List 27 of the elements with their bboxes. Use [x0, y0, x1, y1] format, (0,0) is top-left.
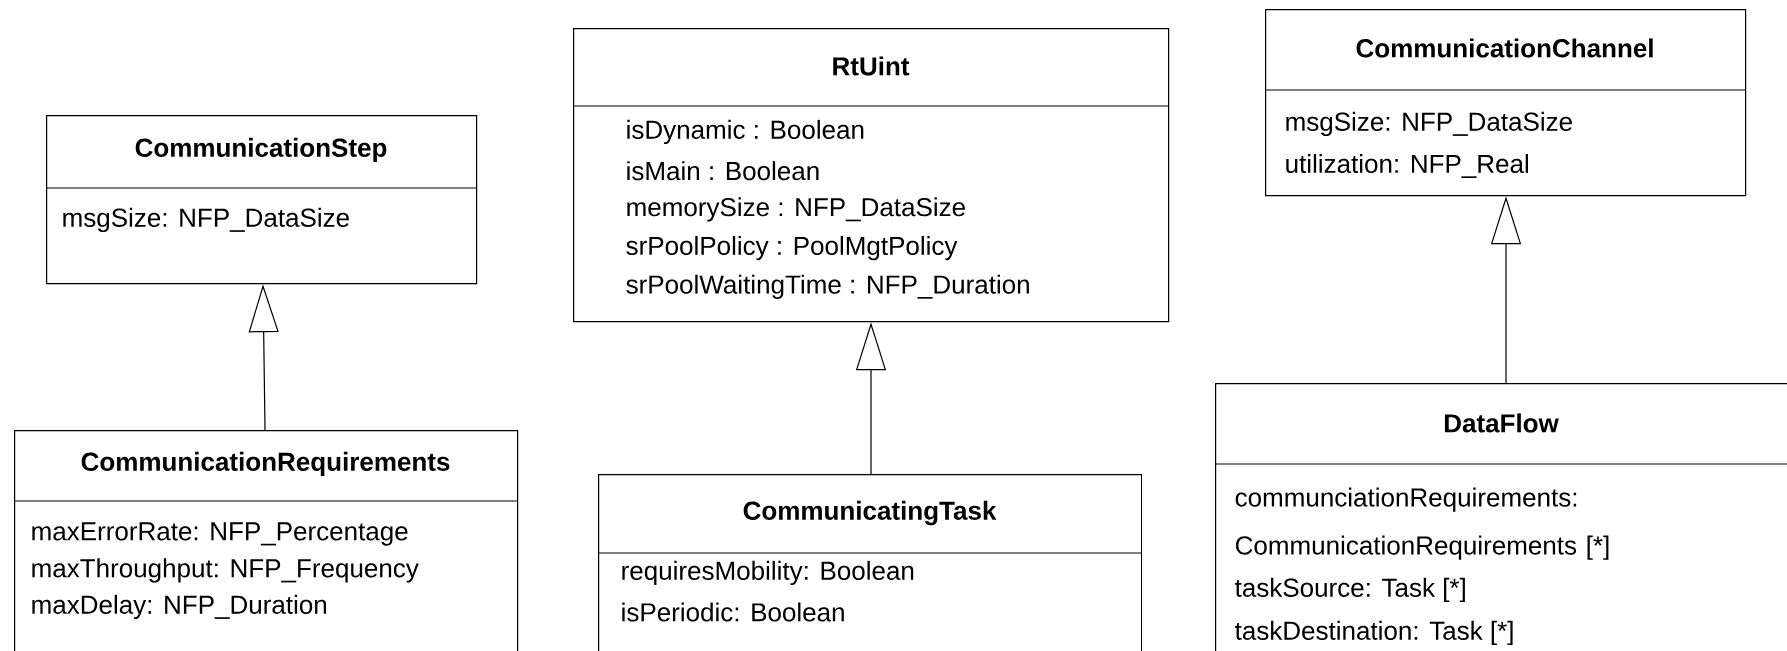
- class-name: CommunicatingTask: [743, 500, 997, 526]
- attribute-text: isMain : Boolean: [627, 161, 819, 181]
- attribute-text: msgSize: NFP_DataSize: [1286, 111, 1572, 137]
- class-name: CommunicationRequirements: [81, 451, 450, 477]
- attribute-text: taskSource: Task [*]: [1235, 577, 1465, 603]
- class-name: CommunicationStep: [135, 137, 387, 163]
- class-box: [45, 115, 478, 285]
- attribute-text: msgSize: NFP_DataSize: [63, 207, 349, 233]
- attribute-text: maxThroughput: NFP_Frequency: [32, 558, 419, 583]
- attribute-text: maxErrorRate: NFP_Percentage: [32, 522, 408, 546]
- class-box: [13, 430, 519, 651]
- attribute-text: memorySize : NFP_DataSize: [627, 197, 965, 222]
- attribute-text: isDynamic : Boolean: [627, 119, 864, 145]
- attribute-text: maxDelay: NFP_Duration: [32, 594, 327, 620]
- class-box: [1214, 383, 1787, 651]
- attribute-text: utilization: NFP_Real: [1286, 154, 1528, 178]
- attribute-text: srPoolWaitingTime : NFP_Duration: [626, 274, 1029, 299]
- class-name: RtUint: [833, 56, 910, 76]
- class-box: [572, 28, 1170, 323]
- attribute-text: taskDestination: Task [*]: [1235, 620, 1513, 646]
- class-name: DataFlow: [1444, 413, 1559, 433]
- attribute-text: srPoolPolicy : PoolMgtPolicy: [626, 235, 958, 261]
- class-box: [1264, 9, 1747, 197]
- attribute-text: isPeriodic: Boolean: [622, 602, 844, 622]
- class-box: [597, 474, 1143, 651]
- class-name: CommunicationChannel: [1356, 38, 1653, 58]
- attribute-text: requiresMobility: Boolean: [622, 560, 914, 586]
